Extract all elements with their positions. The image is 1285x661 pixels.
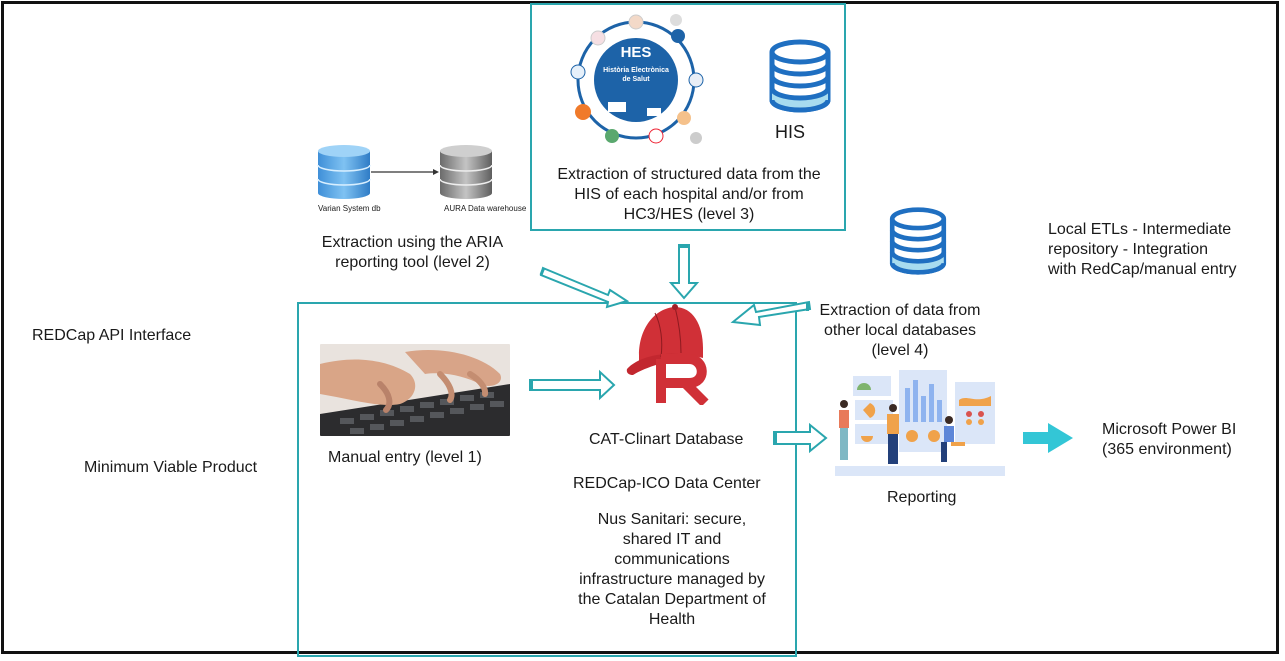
caption-line: Extraction of data from <box>819 302 981 319</box>
etl-line: repository - Integration <box>1048 241 1209 258</box>
redcap-r-letter <box>656 354 709 405</box>
redcap-api-interface-label: REDCap API Interface <box>32 327 192 344</box>
varian-db-icon <box>317 145 371 199</box>
hes-card-left <box>608 102 626 112</box>
aura-db-icon <box>439 145 493 199</box>
aria-databases-graphic <box>317 145 493 199</box>
cat-clinart-database-label: CAT-Clinart Database <box>589 431 744 448</box>
redcap-ico-data-center-label: REDCap-ICO Data Center <box>573 475 761 492</box>
aria-caption: Extraction using the ARIA reporting tool… <box>300 233 525 273</box>
reporting-dashboard-graphic <box>835 370 1005 476</box>
infra-line: Nus Sanitari: secure, <box>597 511 747 528</box>
redcap-logo <box>626 304 709 405</box>
infra-line: shared IT and <box>622 531 722 548</box>
his-extraction-caption: Extraction of structured data from the H… <box>535 165 843 225</box>
local-etl-text: Local ETLs - Intermediate repository - I… <box>1048 220 1237 280</box>
aura-db-label: AURA Data warehouse <box>444 204 527 213</box>
person-seated <box>941 416 965 462</box>
local-database-icon <box>889 207 947 275</box>
minimum-viable-product-label: Minimum Viable Product <box>84 459 258 476</box>
infra-line: the Catalan Department of <box>578 591 766 608</box>
infra-line: infrastructure managed by <box>579 571 765 588</box>
reporting-illustration <box>825 370 1010 480</box>
etl-line: with RedCap/manual entry <box>1048 261 1237 278</box>
nus-sanitari-text: Nus Sanitari: secure, shared IT and comm… <box>556 510 788 630</box>
etl-line: Local ETLs - Intermediate <box>1048 221 1232 238</box>
power-bi-label: Microsoft Power BI (365 environment) <box>1102 420 1236 460</box>
caption-line: HC3/HES (level 3) <box>623 206 755 223</box>
his-label: HIS <box>775 122 806 142</box>
person-presenter <box>839 400 849 460</box>
caption-line: HIS of each hospital and/or from <box>574 186 804 203</box>
hes-graphic: HES Història Electrònica de Salut <box>546 10 732 150</box>
power-bi-line: Microsoft Power BI <box>1102 421 1237 438</box>
local-db-caption: Extraction of data from other local data… <box>815 301 985 361</box>
person-standing <box>887 404 899 464</box>
keyboard-hands-illustration <box>320 344 510 436</box>
caption-line: other local databases <box>823 322 977 339</box>
caption-line: reporting tool (level 2) <box>335 254 490 271</box>
caption-line: Extraction of structured data from the <box>557 166 821 183</box>
power-bi-line: (365 environment) <box>1102 441 1232 458</box>
hes-subtitle-line1: Història Electrònica <box>603 67 669 74</box>
caption-line: Extraction using the ARIA <box>321 234 504 251</box>
hes-subtitle: Història Electrònica de Salut <box>594 66 678 84</box>
caption-line: (level 4) <box>871 342 929 359</box>
hes-subtitle-line2: de Salut <box>622 76 650 83</box>
manual-entry-keyboard-image <box>320 344 510 436</box>
aria-link-arrowhead <box>433 169 439 175</box>
infra-line: communications <box>614 551 730 568</box>
hes-card-right <box>647 108 661 116</box>
infra-line: Health <box>648 611 696 628</box>
hes-circle-diagram <box>570 14 704 144</box>
hes-title: HES <box>620 44 652 61</box>
his-extraction-box <box>530 3 846 231</box>
varian-db-label: Varian System db <box>318 204 381 213</box>
reporting-label: Reporting <box>887 489 957 506</box>
hes-core <box>594 38 678 122</box>
his-database-icon <box>769 39 831 113</box>
manual-entry-label: Manual entry (level 1) <box>328 449 482 466</box>
hes-satellites <box>570 14 704 144</box>
